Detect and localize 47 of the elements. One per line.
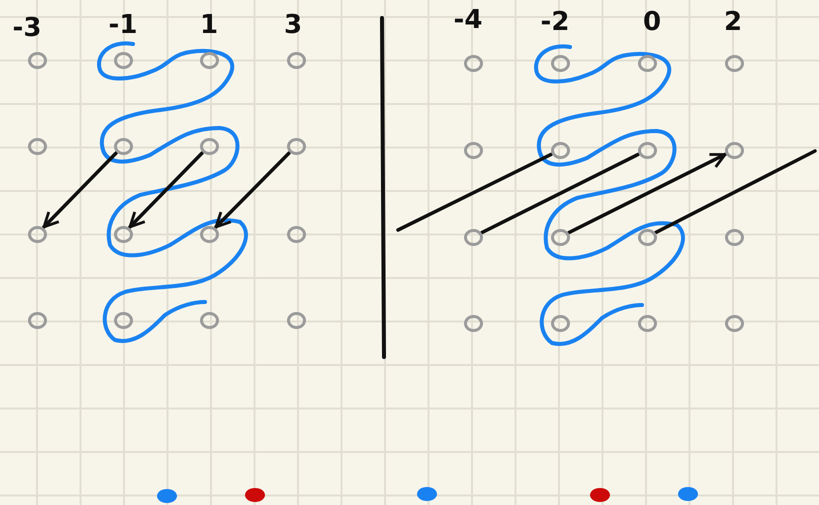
lattice-point <box>464 228 482 246</box>
lattice-point <box>200 138 218 154</box>
lattice-point <box>286 52 306 68</box>
arrow <box>567 152 727 234</box>
axis-number: 1 <box>200 12 218 38</box>
lattice-point <box>286 226 306 242</box>
lattice-point <box>464 314 482 332</box>
lattice-point <box>286 138 306 154</box>
lattice-point <box>28 226 46 242</box>
axis-number: -1 <box>108 12 138 38</box>
axis-number: -4 <box>454 7 482 33</box>
lattice-point <box>464 54 482 72</box>
connector-line <box>396 152 553 232</box>
arrow <box>128 151 204 229</box>
arrow <box>214 151 291 229</box>
lattice-point <box>28 138 46 154</box>
lattice-point <box>114 52 132 68</box>
lattice-point <box>638 54 656 72</box>
lattice-point <box>550 142 570 158</box>
lattice-point <box>550 54 570 72</box>
axis-number: 2 <box>724 9 742 35</box>
arrow <box>42 151 118 229</box>
lattice-point <box>200 312 218 328</box>
lattice-point <box>724 142 744 158</box>
lattice-point <box>724 228 744 246</box>
lattice-point <box>550 228 570 246</box>
lattice-point <box>200 52 218 68</box>
lattice-point <box>28 52 46 68</box>
connector-line <box>654 149 817 234</box>
lattice-point <box>724 314 744 332</box>
lattice-point <box>724 54 744 72</box>
lattice-point <box>114 226 132 242</box>
lattice-point <box>28 312 46 328</box>
lattice-point <box>114 138 132 154</box>
lattice-point <box>550 314 570 332</box>
lattice-point <box>638 142 656 158</box>
axis-number: -3 <box>12 15 42 41</box>
lattice-point <box>638 314 656 332</box>
axis-number: -2 <box>540 9 570 35</box>
lattice-point <box>464 142 482 158</box>
lattice-point <box>286 312 306 328</box>
axis-number: 3 <box>284 12 302 38</box>
connector-line <box>480 152 640 234</box>
lattice-point <box>114 312 132 328</box>
lattice-point <box>200 226 218 242</box>
lattice-point <box>638 228 656 246</box>
axis-number: 0 <box>642 9 662 35</box>
